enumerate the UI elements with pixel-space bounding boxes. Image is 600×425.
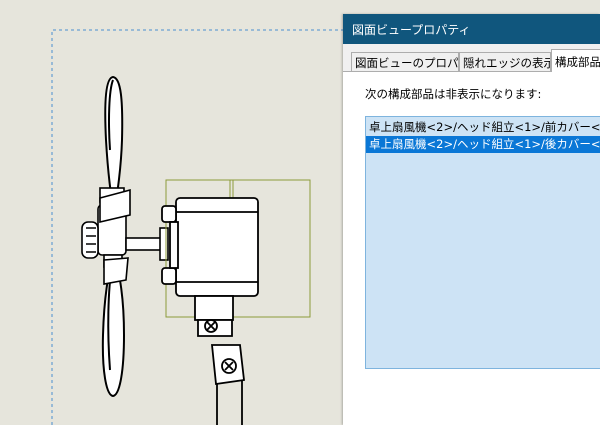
drawing-canvas[interactable] bbox=[0, 0, 343, 425]
fan-hub bbox=[81, 187, 169, 285]
tab-view-properties[interactable]: 図面ビューのプロパティ bbox=[351, 52, 459, 71]
list-item[interactable]: 卓上扇風機<2>/ヘッド組立<1>/前カバー<1> bbox=[369, 120, 600, 134]
tab-hidden-edges[interactable]: 隠れエッジの表示 bbox=[459, 52, 551, 71]
stand-bracket bbox=[194, 295, 245, 425]
list-item-selected[interactable]: 卓上扇風機<2>/ヘッド組立<1>/後カバー<1> bbox=[366, 136, 600, 153]
view-dashed-border bbox=[51, 29, 343, 425]
dialog-titlebar[interactable]: 図面ビュープロパティ bbox=[343, 14, 600, 44]
hidden-components-message: 次の構成部品は非表示になります: bbox=[365, 87, 542, 101]
drawing-view[interactable] bbox=[0, 0, 343, 425]
view-boundary-box bbox=[165, 179, 311, 318]
fan-blade bbox=[101, 75, 126, 398]
motor-body bbox=[161, 197, 259, 297]
tab-divider bbox=[343, 71, 600, 72]
tab-components[interactable]: 構成部品 bbox=[551, 49, 600, 72]
hidden-components-list[interactable]: 卓上扇風機<2>/ヘッド組立<1>/前カバー<1> 卓上扇風機<2>/ヘッド組立… bbox=[365, 116, 600, 369]
dialog-title: 図面ビュープロパティ bbox=[352, 23, 471, 37]
